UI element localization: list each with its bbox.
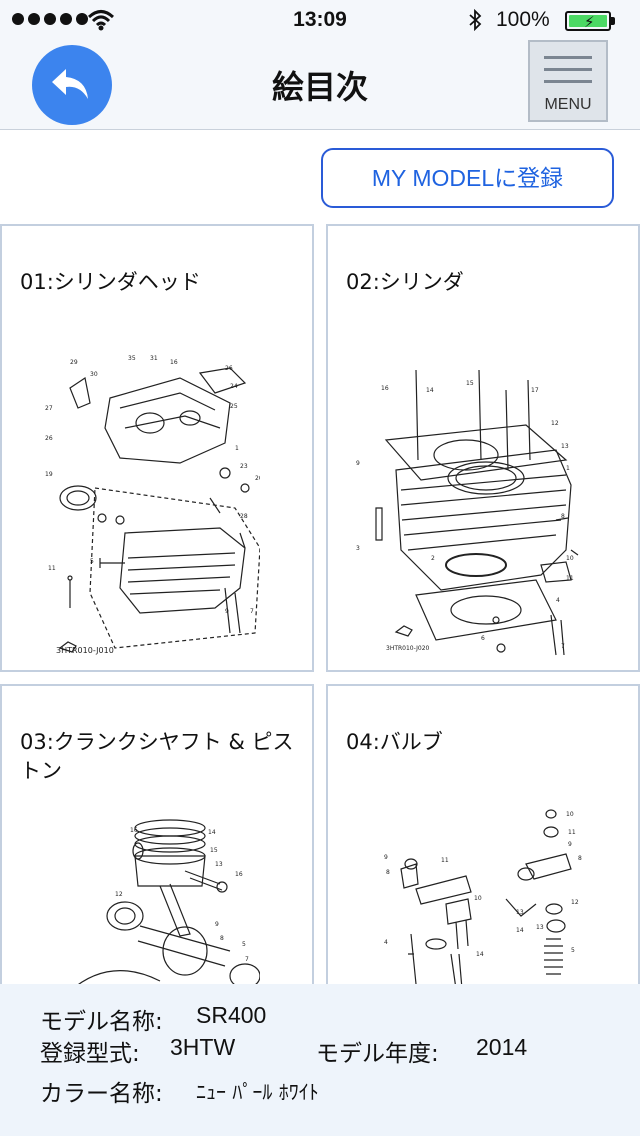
svg-text:29: 29: [70, 359, 78, 366]
battery-icon: ⚡: [565, 11, 611, 31]
battery-percent: 100%: [496, 8, 550, 31]
svg-text:26: 26: [45, 435, 53, 442]
svg-text:13: 13: [536, 924, 544, 931]
svg-text:11: 11: [568, 829, 576, 836]
register-my-model-button[interactable]: MY MODELに登録: [321, 148, 614, 208]
svg-text:9: 9: [568, 841, 572, 848]
svg-text:7: 7: [245, 956, 249, 963]
svg-text:8: 8: [578, 855, 582, 862]
svg-text:1: 1: [566, 465, 570, 472]
status-bar: 13:09 100% ⚡: [0, 0, 640, 40]
svg-text:11: 11: [566, 575, 574, 582]
card-title: 04:バルブ: [346, 730, 443, 754]
back-button[interactable]: [32, 45, 112, 125]
cylinder-head-diagram-icon: 29 30 35 31 16 26 24 25 27 26 19 1 23 20 5 28 11 7 9 3…: [45, 355, 260, 653]
svg-text:4: 4: [384, 939, 388, 946]
parts-card-cylinder[interactable]: 02:シリンダ 16 14 15 17 12 13 1 9 8 10 3 2 11 4 7 6 3HTR…: [326, 224, 640, 672]
svg-text:5: 5: [242, 941, 246, 948]
svg-text:14: 14: [516, 927, 524, 934]
svg-text:24: 24: [230, 383, 238, 390]
model-year-value: 2014: [476, 1034, 528, 1060]
clock: 13:09: [293, 8, 347, 31]
svg-text:2: 2: [431, 555, 435, 562]
svg-text:10: 10: [566, 811, 574, 818]
svg-text:16: 16: [235, 871, 243, 878]
menu-label: MENU: [544, 96, 592, 113]
menu-icon-line: [544, 68, 592, 71]
svg-text:11: 11: [441, 857, 449, 864]
navigation-bar: 絵目次 MENU: [0, 40, 640, 130]
registration-type-label: 登録型式:: [40, 1041, 140, 1067]
model-name-value: SR400: [196, 1002, 267, 1028]
svg-text:7: 7: [250, 608, 254, 615]
svg-text:3: 3: [356, 545, 360, 552]
svg-text:19: 19: [45, 471, 53, 478]
svg-text:15: 15: [210, 847, 218, 854]
svg-text:8: 8: [386, 869, 390, 876]
svg-text:8: 8: [220, 935, 224, 942]
svg-text:28: 28: [240, 513, 248, 520]
svg-text:10: 10: [566, 555, 574, 562]
menu-button[interactable]: MENU: [528, 40, 608, 122]
diagram-code: 3HTR010-J010: [56, 646, 114, 655]
page-title: 絵目次: [271, 68, 368, 106]
svg-text:31: 31: [150, 355, 158, 362]
menu-icon: [544, 56, 592, 59]
svg-text:14: 14: [426, 387, 434, 394]
svg-text:23: 23: [240, 463, 248, 470]
svg-text:16: 16: [170, 359, 178, 366]
svg-text:27: 27: [45, 405, 53, 412]
svg-text:5: 5: [90, 558, 94, 565]
model-info-panel: モデル名称: SR400 登録型式: 3HTW モデル年度: 2014 カラー名…: [0, 984, 640, 1136]
svg-text:30: 30: [90, 371, 98, 378]
svg-text:15: 15: [466, 380, 474, 387]
svg-text:10: 10: [474, 895, 482, 902]
svg-text:5: 5: [571, 947, 575, 954]
svg-text:11: 11: [48, 565, 56, 572]
svg-text:12: 12: [571, 899, 579, 906]
color-name-value: ﾆｭｰ ﾊﾟｰﾙ ﾎﾜｲﾄ: [196, 1080, 319, 1104]
svg-text:12: 12: [115, 891, 123, 898]
model-year-label: モデル年度:: [316, 1041, 439, 1067]
back-arrow-icon: [52, 69, 88, 99]
cylinder-diagram-icon: 16 14 15 17 12 13 1 9 8 10 3 2 11 4 7 6 3HTR010-J020: [356, 369, 579, 656]
svg-text:16: 16: [381, 385, 389, 392]
svg-text:13: 13: [561, 443, 569, 450]
svg-text:35: 35: [128, 355, 136, 362]
svg-text:12: 12: [551, 420, 559, 427]
crankshaft-piston-diagram-icon: 16 14 15 13 16 12 98 5 7: [69, 819, 260, 992]
svg-text:3HTR010-J020: 3HTR010-J020: [386, 645, 430, 652]
svg-text:14: 14: [208, 829, 216, 836]
svg-text:16: 16: [130, 827, 138, 834]
registration-type-value: 3HTW: [170, 1034, 236, 1060]
svg-text:4: 4: [556, 597, 560, 604]
wifi-icon: [88, 10, 114, 31]
svg-text:13: 13: [215, 861, 223, 868]
battery-tip: [611, 17, 615, 25]
svg-text:13: 13: [516, 909, 524, 916]
svg-text:25: 25: [230, 403, 238, 410]
bluetooth-icon: [469, 9, 482, 31]
svg-text:9: 9: [225, 608, 229, 615]
menu-icon-line: [544, 80, 592, 83]
svg-text:9: 9: [356, 460, 360, 467]
svg-text:26: 26: [225, 365, 233, 372]
svg-text:17: 17: [531, 387, 539, 394]
card-title: 03:クランクシヤフト & ピストン: [20, 730, 294, 783]
svg-text:1: 1: [235, 445, 239, 452]
svg-text:20: 20: [255, 475, 260, 482]
model-name-label: モデル名称:: [40, 1009, 163, 1035]
card-title: 02:シリンダ: [346, 270, 464, 294]
svg-text:7: 7: [561, 643, 565, 650]
svg-text:9: 9: [215, 921, 219, 928]
signal-strength-icon: [12, 13, 88, 25]
color-name-label: カラー名称:: [40, 1081, 163, 1107]
svg-text:8: 8: [561, 513, 565, 520]
svg-text:14: 14: [476, 951, 484, 958]
svg-text:9: 9: [384, 854, 388, 861]
svg-text:6: 6: [481, 635, 485, 642]
card-title: 01:シリンダヘッド: [20, 270, 201, 294]
